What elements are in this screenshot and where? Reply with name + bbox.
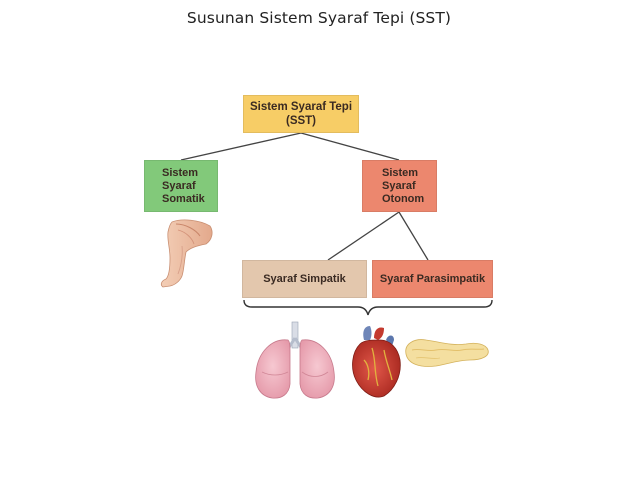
node-label: Syaraf Parasimpatik bbox=[379, 273, 486, 285]
leg-icon bbox=[160, 219, 213, 288]
node-label: Sistem Syaraf Tepi (SST) bbox=[249, 101, 353, 127]
connector-root-somatik bbox=[180, 132, 302, 161]
connector-root-otonom bbox=[300, 132, 400, 161]
node-sistem-syaraf-tepi: Sistem Syaraf Tepi (SST) bbox=[243, 95, 359, 133]
curly-brace bbox=[243, 299, 493, 316]
connector-otonom-simpatik bbox=[327, 211, 400, 261]
heart-icon bbox=[352, 326, 401, 398]
lungs-icon bbox=[255, 321, 335, 399]
node-label: Sistem Syaraf Otonom bbox=[382, 166, 425, 205]
node-syaraf-parasimpatik: Syaraf Parasimpatik bbox=[372, 260, 493, 298]
node-sistem-syaraf-otonom: Sistem Syaraf Otonom bbox=[362, 160, 437, 212]
node-label: Syaraf Simpatik bbox=[263, 273, 346, 285]
pancreas-icon bbox=[405, 339, 489, 367]
connector-lines bbox=[180, 132, 429, 261]
node-sistem-syaraf-somatik: Sistem Syaraf Somatik bbox=[144, 160, 218, 212]
page-title: Susunan Sistem Syaraf Tepi (SST) bbox=[186, 9, 452, 27]
node-syaraf-simpatik: Syaraf Simpatik bbox=[242, 260, 367, 298]
node-label: Sistem Syaraf Somatik bbox=[162, 166, 205, 205]
connector-otonom-parasimpatik bbox=[398, 211, 429, 261]
